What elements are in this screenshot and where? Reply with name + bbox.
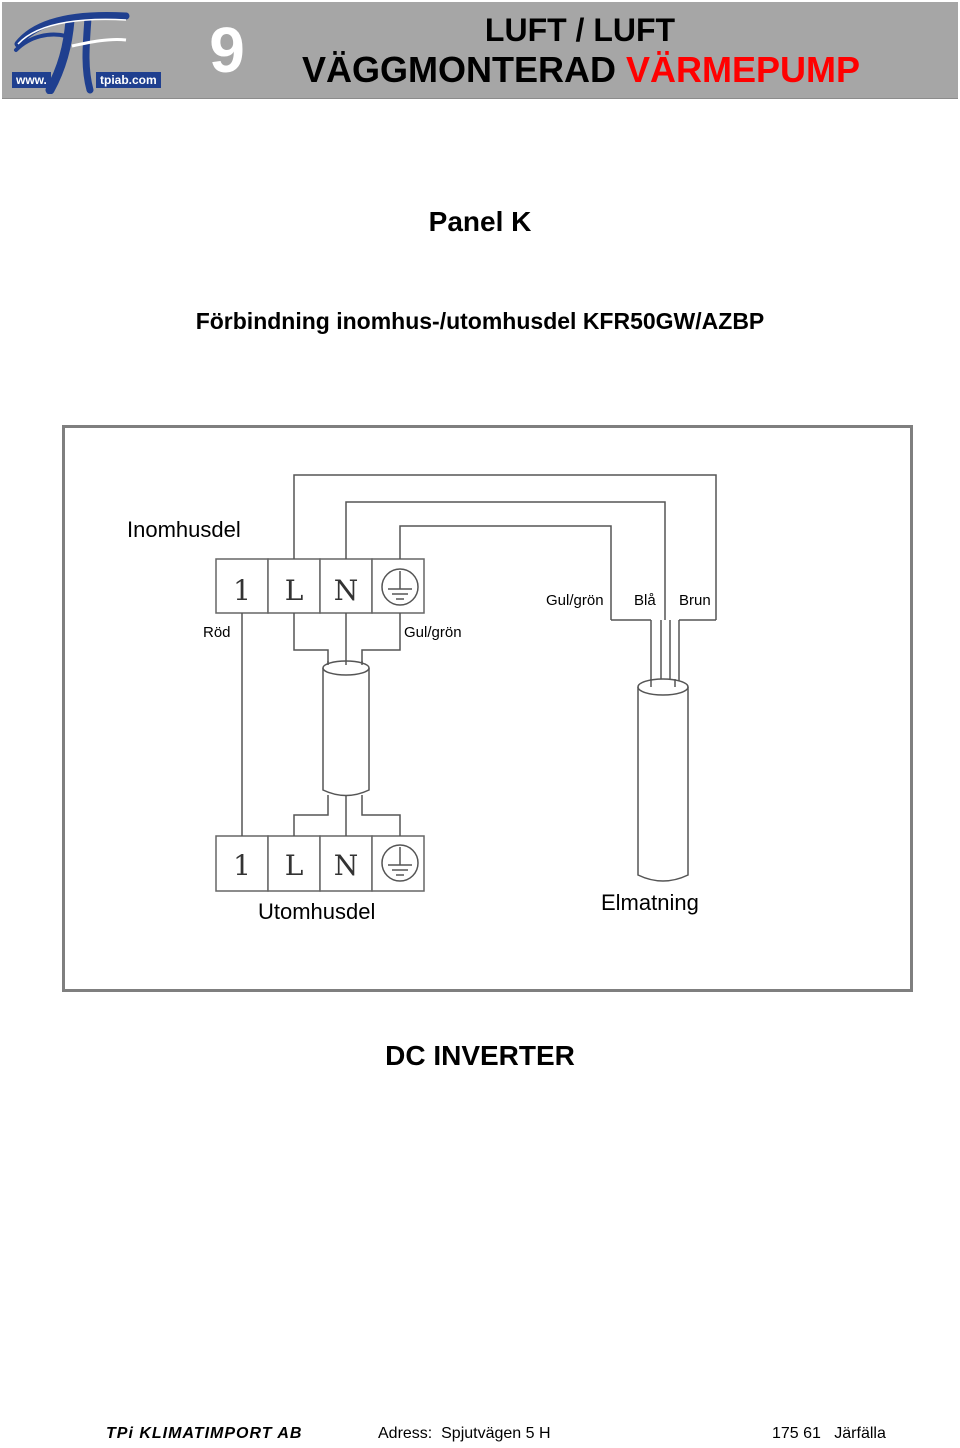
diagram-frame [62,425,913,992]
supply-cable-sheath [637,678,689,882]
header-title-line2: VÄGGMONTERAD VÄRMEPUMP [302,49,861,90]
outdoor-terminal-block [215,835,425,892]
supply-label: Elmatning [601,890,699,915]
wire-label-brown: Brun [679,592,711,609]
interconnect-wires [241,613,401,836]
footer-city: 175 61 Järfälla [772,1425,886,1442]
footer-address: Adress: Spjutvägen 5 H [378,1425,551,1442]
logo-url-left: www. [12,72,51,88]
wire-label-yellow-green-indoor: Gul/grön [404,624,462,641]
wire-label-yellow-green-supply: Gul/grön [546,592,604,609]
company-logo: www. tpiab.com [10,6,166,95]
outdoor-ground-icon [381,844,419,882]
outdoor-terminal-l: L [285,849,304,882]
indoor-label: Inomhusdel [127,517,241,542]
wire-label-red: Röd [203,624,231,641]
header-title-red: VÄRMEPUMP [626,49,861,90]
indoor-terminal-n: N [334,574,359,607]
indoor-terminal-l: L [285,574,304,607]
diagram-subtitle: Förbindning inomhus-/utomhusdel KFR50GW/… [195,308,765,334]
outdoor-terminal-n: N [334,849,359,882]
dc-inverter-title: DC INVERTER [385,1040,575,1071]
header-title-line1: LUFT / LUFT [484,12,676,48]
indoor-terminal-1: 1 [233,574,251,607]
interconnect-cable-sheath [322,660,370,797]
footer-company: TPi KLIMATIMPORT AB [106,1425,303,1442]
logo-url-right: tpiab.com [96,72,161,88]
chapter-number: 9 [209,14,245,86]
indoor-ground-icon [381,568,419,606]
panel-title: Panel K [428,206,532,237]
wire-label-blue: Blå [634,592,656,609]
outdoor-label: Utomhusdel [258,899,375,924]
wiring-diagram: 1 L N 1 L N [62,425,913,992]
indoor-terminal-block [215,558,425,614]
logo-graphic [14,11,130,95]
outdoor-terminal-1: 1 [233,849,251,882]
page-header: www. tpiab.com 9 LUFT / LUFT VÄGGMONTERA… [2,2,958,99]
header-title-black: VÄGGMONTERAD [302,49,616,90]
